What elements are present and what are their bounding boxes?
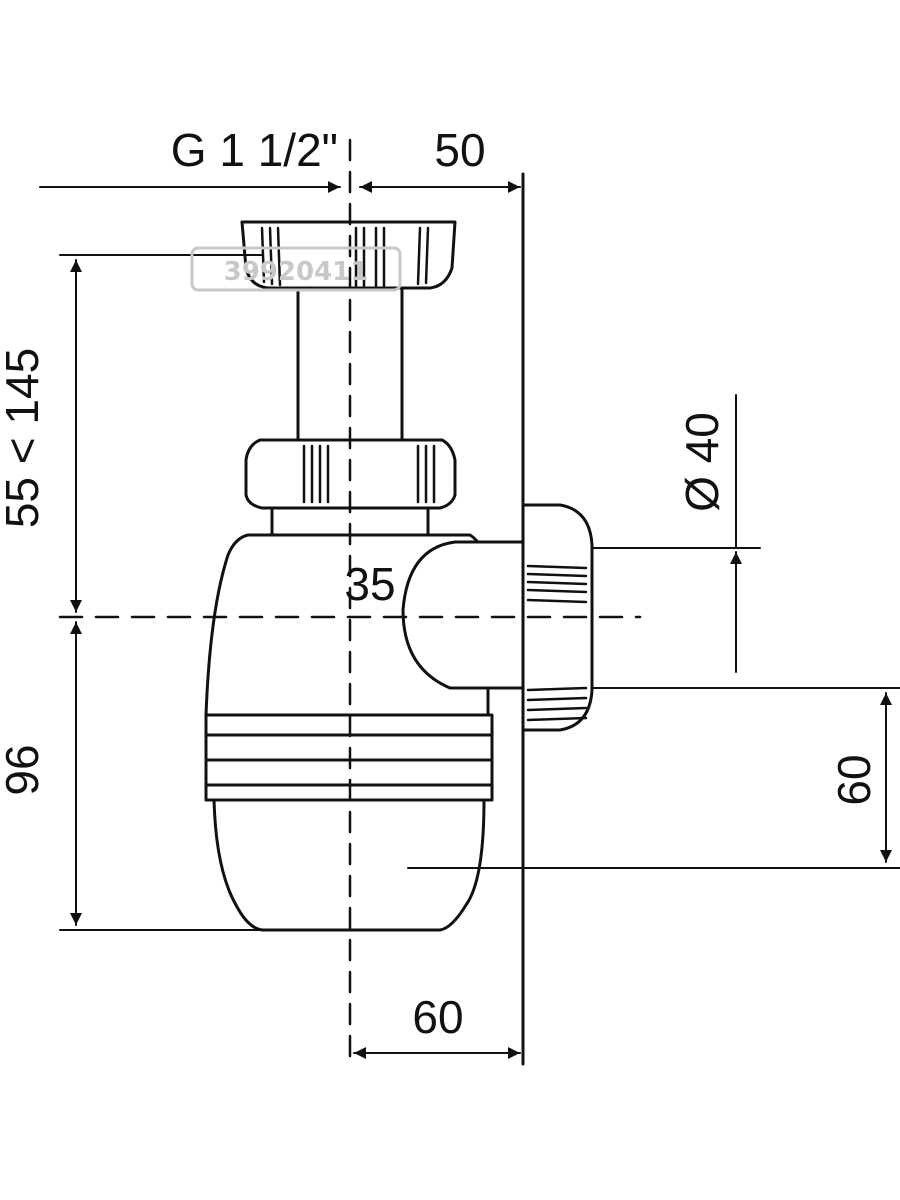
top-nut bbox=[240, 220, 457, 290]
label-outlet-diameter: Ø 40 bbox=[676, 412, 728, 512]
watermark: 39920411 bbox=[190, 246, 402, 292]
outlet-nut bbox=[521, 503, 594, 732]
outlet-elbow bbox=[401, 540, 525, 690]
middle-nut-ribs bbox=[302, 444, 436, 504]
label-bottom-offset: 60 bbox=[412, 991, 463, 1043]
label-thread: G 1 1/2" bbox=[171, 124, 338, 176]
label-bottom-height: 96 bbox=[0, 744, 48, 795]
collar bbox=[270, 506, 430, 537]
label-height-range: 55 < 145 bbox=[0, 348, 48, 528]
outlet-nut-ribs bbox=[526, 564, 588, 722]
label-top-offset: 50 bbox=[434, 124, 485, 176]
bowl-bottom bbox=[212, 798, 486, 932]
svg-text:39920411: 39920411 bbox=[224, 257, 369, 287]
top-nut-ribs bbox=[260, 226, 430, 288]
label-outlet-center: 35 bbox=[344, 558, 395, 610]
vertical-pipe bbox=[296, 286, 404, 442]
label-outlet-to-base: 60 bbox=[828, 754, 880, 805]
